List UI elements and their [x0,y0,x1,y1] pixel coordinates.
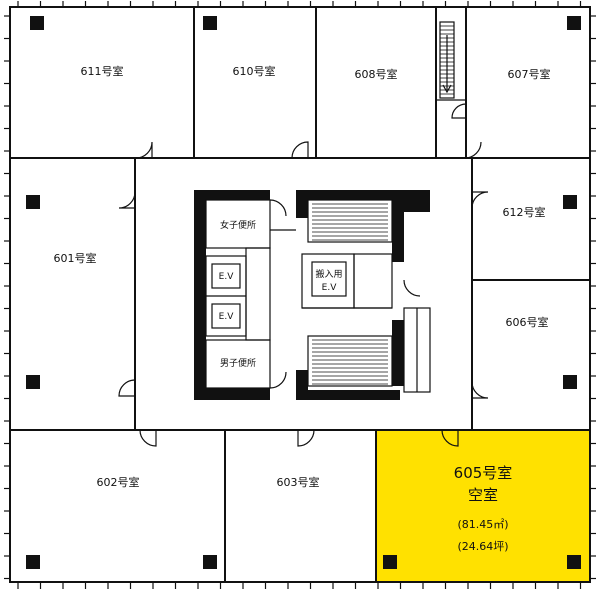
room-label-612: 612号室 [503,205,546,219]
doors [118,103,489,447]
west-walls [10,158,590,431]
room-label-611: 611号室 [81,64,124,78]
room-label-606: 606号室 [506,315,549,329]
room-label-608: 608号室 [355,67,398,81]
room-label-603: 603号室 [277,475,320,489]
room-label-601: 601号室 [54,251,97,265]
outer-wall [9,6,591,583]
room-605-highlight[interactable] [376,430,590,582]
room-label-605: 605号室 [454,464,513,482]
vacancy-status: 空室 [468,486,498,504]
bottom-row-walls [224,430,377,582]
elevator-2-label: E.V [219,312,235,322]
area-tsubo: (24.64坪) [457,540,508,553]
area-square-meters: (81.45㎡) [457,518,508,531]
stair-top [439,21,455,99]
top-row-walls [10,7,590,159]
freight-elevator-label: 搬入用 [315,268,342,280]
room-label-607: 607号室 [508,67,551,81]
mens-restroom-label: 男子便所 [220,357,256,369]
freight-elevator-ev-label: E.V [322,283,338,293]
core [194,190,431,400]
room-label-602: 602号室 [97,475,140,489]
elevator-1-label: E.V [219,272,235,282]
structural-columns [26,16,581,569]
room-label-610: 610号室 [233,64,276,78]
womens-restroom-label: 女子便所 [220,219,256,231]
